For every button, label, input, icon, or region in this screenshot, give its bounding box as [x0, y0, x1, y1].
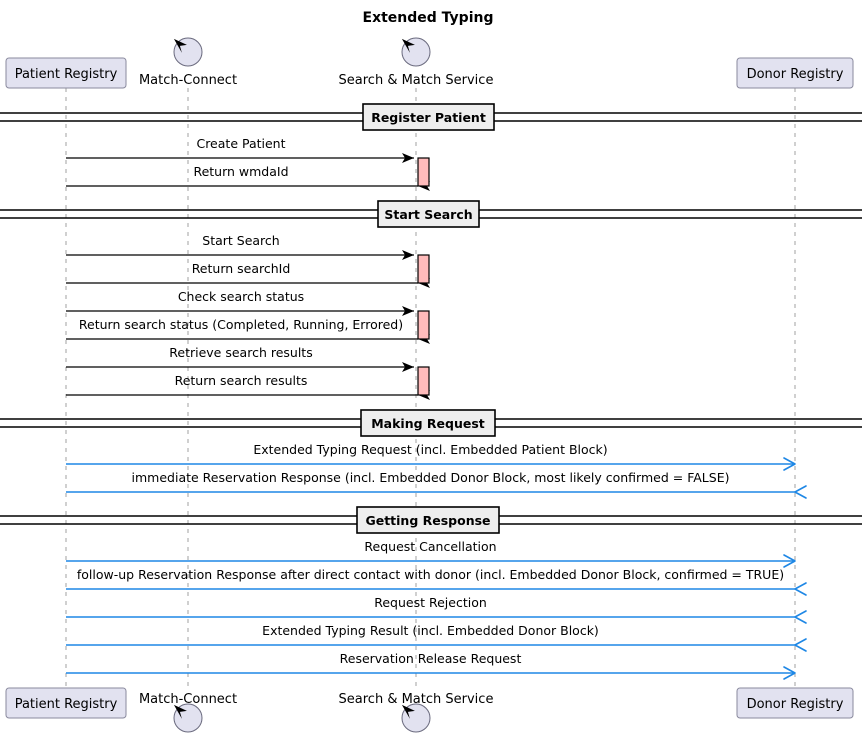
participants-footer-layer: Patient Registry Match-Connect Search & Ma…: [5, 687, 854, 733]
message-label-create-patient: Create Patient: [196, 136, 285, 151]
message-immediate-reservation-response: immediate Reservation Response (incl. Em…: [66, 470, 807, 499]
control-arrow-icon-search-match-service: [401, 38, 415, 53]
activation-bars-layer: [417, 157, 430, 396]
section-header-label-register-patient: Register Patient: [371, 110, 486, 125]
participant-donor-registry-bottom[interactable]: Donor Registry: [736, 687, 854, 719]
message-extended-typing-result: Extended Typing Result (incl. Embedded D…: [66, 623, 807, 652]
participants-header-layer: Patient Registry Match-Connect Search & Ma…: [5, 37, 854, 89]
participant-box-donor-registry[interactable]: [736, 57, 854, 89]
participant-match-connect-top[interactable]: Match-Connect: [139, 37, 237, 88]
lifelines-layer: [65, 88, 796, 689]
message-label-extended-typing-request: Extended Typing Request (incl. Embedded …: [253, 442, 607, 457]
message-followup-reservation-response: follow-up Reservation Response after dir…: [66, 567, 807, 596]
message-arrowhead-request-cancellation: [783, 554, 796, 568]
message-retrieve-search-results: Retrieve search results: [66, 345, 414, 372]
message-label-start-search-msg: Start Search: [202, 233, 279, 248]
activation-bar-start-search-msg: [417, 254, 430, 284]
participant-label-search-match-service: Search & Match Service: [339, 73, 494, 88]
message-label-reservation-release-request: Reservation Release Request: [340, 651, 522, 666]
message-label-request-cancellation: Request Cancellation: [364, 539, 496, 554]
message-label-request-rejection: Request Rejection: [374, 595, 487, 610]
section-header-label-getting-response: Getting Response: [365, 513, 490, 528]
activation-bar-check-search-status: [417, 310, 430, 340]
participant-box-donor-registry[interactable]: [736, 687, 854, 719]
message-label-return-search-status: Return search status (Completed, Running…: [79, 317, 403, 332]
message-reservation-release-request: Reservation Release Request: [66, 651, 796, 680]
participant-donor-registry-top[interactable]: Donor Registry: [736, 57, 854, 89]
participant-label-match-connect: Match-Connect: [139, 73, 237, 88]
message-create-patient: Create Patient: [66, 136, 414, 163]
participant-patient-registry-bottom[interactable]: Patient Registry: [5, 687, 127, 719]
section-header-label-making-request: Making Request: [371, 416, 485, 431]
participant-search-match-service-bottom[interactable]: Search & Match Service: [339, 692, 494, 733]
message-arrowhead-check-search-status: [402, 306, 414, 316]
control-arrow-icon-match-connect: [173, 38, 187, 53]
message-check-search-status: Check search status: [66, 289, 414, 316]
message-arrowhead-create-patient: [402, 153, 414, 163]
message-start-search-msg: Start Search: [66, 233, 414, 260]
activation-bar-create-patient: [417, 157, 430, 187]
message-arrowhead-retrieve-search-results: [402, 362, 414, 372]
participant-label-match-connect: Match-Connect: [139, 692, 237, 707]
section-header-box-getting-response: [356, 506, 500, 534]
section-header-box-making-request: [360, 409, 496, 437]
message-extended-typing-request: Extended Typing Request (incl. Embedded …: [66, 442, 796, 471]
message-label-extended-typing-result: Extended Typing Result (incl. Embedded D…: [262, 623, 599, 638]
message-arrowhead-immediate-reservation-response: [794, 485, 807, 499]
message-arrowhead-extended-typing-request: [783, 457, 796, 471]
participant-match-connect-bottom[interactable]: Match-Connect: [139, 692, 237, 733]
message-arrowhead-request-rejection: [794, 610, 807, 624]
message-label-check-search-status: Check search status: [178, 289, 304, 304]
participant-box-patient-registry[interactable]: [5, 687, 127, 719]
message-request-cancellation: Request Cancellation: [66, 539, 796, 568]
participant-label-donor-registry: Donor Registry: [747, 67, 844, 82]
message-label-return-wmdaid: Return wmdaId: [193, 164, 288, 179]
participant-box-patient-registry[interactable]: [5, 57, 127, 89]
control-arrow-icon-search-match-service: [401, 704, 415, 719]
message-arrowhead-extended-typing-result: [794, 638, 807, 652]
section-header-box-register-patient: [362, 103, 495, 131]
participant-label-donor-registry: Donor Registry: [747, 697, 844, 712]
message-arrowhead-followup-reservation-response: [794, 582, 807, 596]
participant-label-patient-registry: Patient Registry: [15, 67, 118, 82]
message-label-return-search-results: Return search results: [175, 373, 308, 388]
participant-search-match-service-top[interactable]: Search & Match Service: [339, 37, 494, 88]
section-header-label-start-search: Start Search: [384, 207, 472, 222]
message-arrowhead-reservation-release-request: [783, 666, 796, 680]
message-label-immediate-reservation-response: immediate Reservation Response (incl. Em…: [132, 470, 730, 485]
section-header-box-start-search: [377, 200, 480, 228]
message-label-return-searchid: Return searchId: [192, 261, 291, 276]
control-arrow-icon-match-connect: [173, 704, 187, 719]
participant-label-search-match-service: Search & Match Service: [339, 692, 494, 707]
message-return-searchid: Return searchId: [66, 261, 430, 288]
participant-patient-registry-top[interactable]: Patient Registry: [5, 57, 127, 89]
message-request-rejection: Request Rejection: [66, 595, 807, 624]
page-title: Extended Typing: [363, 10, 494, 26]
message-label-retrieve-search-results: Retrieve search results: [169, 345, 312, 360]
activation-bar-retrieve-search-results: [417, 366, 430, 396]
message-arrowhead-start-search-msg: [402, 250, 414, 260]
participant-label-patient-registry: Patient Registry: [15, 697, 118, 712]
message-label-followup-reservation-response: follow-up Reservation Response after dir…: [77, 567, 784, 582]
